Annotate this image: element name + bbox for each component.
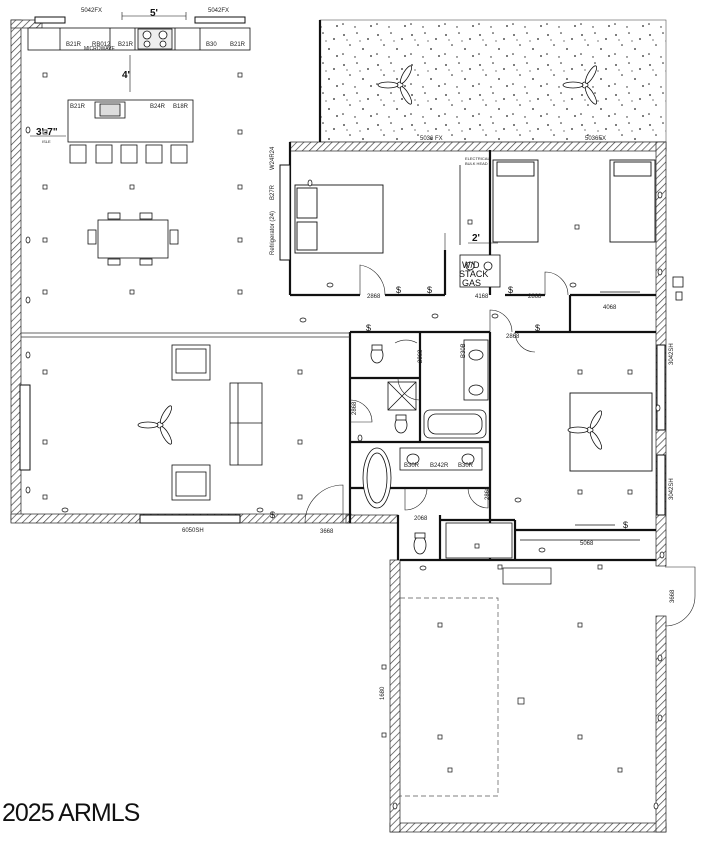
light-fixtures <box>42 72 633 773</box>
switch-7: $ <box>508 285 513 295</box>
switch-6: $ <box>270 510 275 520</box>
dimension-lines <box>30 12 498 244</box>
side-door: 3668 <box>670 589 676 603</box>
garage-shelf <box>502 567 552 585</box>
closets <box>459 165 640 541</box>
switch-5: $ <box>623 520 628 530</box>
front-door: 3668 <box>320 529 334 535</box>
garage-door: 1680 <box>380 686 386 700</box>
island-cab-1: B21R <box>70 104 86 110</box>
living-furniture <box>171 344 263 501</box>
door-swings <box>304 233 696 627</box>
bath-door-2: 2868 <box>352 401 358 415</box>
bath-label-2: B242R <box>430 463 449 469</box>
cab-label-4: B30 <box>206 42 217 48</box>
hall-door-3: 4068 <box>603 305 617 311</box>
wd-stack-3: GAS <box>462 278 481 288</box>
microwave-label: MICROWAVE <box>84 46 115 52</box>
island-dim: 4' <box>122 70 130 81</box>
hall-door-2: 2868 <box>528 294 542 300</box>
kitchen-cabinets <box>27 27 251 51</box>
closet-label: 5068 <box>580 541 594 547</box>
cab-label-2: RB012 <box>92 42 111 48</box>
wd-stack-2: STACK <box>459 269 488 279</box>
living-window: 6050SH <box>182 528 204 534</box>
side-window-1: 3042SH <box>669 343 675 365</box>
bed2-label-2: B27R <box>270 184 276 200</box>
hvac-unit <box>672 276 684 301</box>
hall-door-1: 4168 <box>475 294 489 300</box>
island-cab-3: B18R <box>173 104 189 110</box>
bath-fixtures <box>362 254 513 559</box>
switch-2: $ <box>396 285 401 295</box>
ceiling-fans <box>137 65 603 450</box>
wd-stack-1: W/D <box>462 260 480 270</box>
patio-window-right: 5036FX <box>585 136 606 142</box>
patio-gravel <box>319 19 667 143</box>
bath-label-1: B30B <box>461 343 467 358</box>
patio-window-center: 5036 FX <box>420 136 443 142</box>
bath-door-4: 2868 <box>485 486 491 500</box>
switch-1: $ <box>366 323 371 333</box>
cab-label-3: B21R <box>118 42 134 48</box>
dining-table <box>87 212 179 266</box>
bed2-door: 2868 <box>367 294 381 300</box>
bath-door-3: 2068 <box>414 516 428 522</box>
interior-walls <box>288 20 656 562</box>
armls-watermark: 2025 ARMLS <box>2 799 140 827</box>
switch-4: $ <box>535 323 540 333</box>
cab-label-1: B21R <box>66 42 82 48</box>
electrical-2: BULK HEAD <box>465 161 488 166</box>
kitchen-window-left: 5042FX <box>81 8 102 14</box>
kitchen-top-dim: 5' <box>150 8 158 19</box>
windows <box>19 16 666 524</box>
side-dim: 3'-7" <box>36 127 58 138</box>
garage-parking <box>399 597 499 797</box>
switch-3: $ <box>427 285 432 295</box>
cab-label-5: B21R <box>230 42 246 48</box>
side-window-2: 3042SH <box>669 478 675 500</box>
kitchen-island <box>67 99 194 164</box>
bath-label-3: B30R <box>404 463 420 469</box>
bath-door-5: 2868 <box>506 334 520 340</box>
kitchen-window-right: 5042FX <box>208 8 229 14</box>
hall-dim: 2' <box>472 233 480 244</box>
island-cab-2: B24R <box>150 104 166 110</box>
electrical-1: ELECTRICAL <box>465 156 490 161</box>
bath-door-1: 2868 <box>418 349 424 363</box>
bed2-label-1: W24R24 <box>270 146 276 170</box>
bed2-label-4: Refrigerator (24) <box>270 211 276 255</box>
beds <box>294 159 656 472</box>
side-note: ISLE <box>42 139 51 144</box>
wall-outlets <box>25 126 665 810</box>
bath-label-4: B30R <box>458 463 474 469</box>
